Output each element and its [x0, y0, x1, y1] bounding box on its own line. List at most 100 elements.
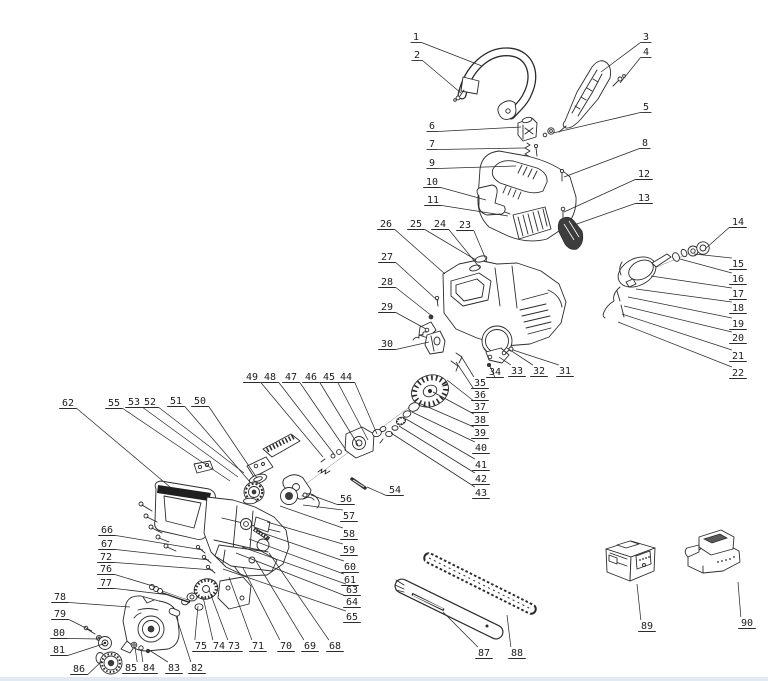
callout-88: 88 [506, 614, 526, 659]
callout-69: 69 [255, 560, 319, 652]
callout-54: 54 [366, 485, 404, 496]
housing-screws [195, 544, 216, 574]
callout-35: 35 [460, 355, 489, 389]
part-number-13: 13 [638, 193, 650, 204]
part-number-87: 87 [478, 648, 490, 659]
callout-7: 7 [426, 139, 526, 150]
part-number-67: 67 [101, 539, 113, 550]
vent-grille [512, 206, 552, 240]
part-number-80: 80 [53, 628, 65, 639]
callout-87: 87 [442, 611, 493, 659]
part-number-68: 68 [329, 641, 341, 652]
part-number-8: 8 [642, 138, 648, 149]
callout-26: 26 [377, 219, 446, 275]
woodruff-key [168, 607, 181, 617]
part-number-21: 21 [732, 351, 744, 362]
callout-1: 1 [410, 32, 483, 67]
part-number-27: 27 [381, 252, 393, 263]
callout-58: 58 [279, 505, 358, 540]
part-number-32: 32 [533, 366, 545, 377]
top-housing [476, 150, 584, 250]
callout-20: 20 [623, 305, 747, 344]
oiler-cluster [193, 433, 367, 509]
callout-83: 83 [148, 649, 183, 674]
part-number-33: 33 [511, 366, 523, 377]
part-number-71: 71 [252, 641, 264, 652]
part-number-29: 29 [381, 302, 393, 313]
callout-25: 25 [407, 219, 477, 261]
callout-80: 80 [50, 628, 101, 640]
part-number-40: 40 [475, 443, 487, 454]
part-number-57: 57 [343, 511, 355, 522]
part-number-41: 41 [475, 460, 487, 471]
callout-32: 32 [506, 347, 548, 377]
part-number-42: 42 [475, 474, 487, 485]
callout-66: 66 [98, 525, 204, 551]
callout-29: 29 [378, 302, 427, 330]
switch-block [424, 330, 446, 355]
part-number-11: 11 [427, 195, 439, 206]
saw-chain [423, 551, 537, 616]
callout-56: 56 [310, 494, 355, 505]
callout-28: 28 [378, 277, 433, 317]
side-cover-assembly [83, 595, 181, 675]
hand-guard [542, 60, 626, 138]
callout-57: 57 [302, 504, 358, 522]
part-number-38: 38 [474, 415, 486, 426]
callout-38: 38 [432, 391, 489, 426]
part-number-19: 19 [732, 319, 744, 330]
callout-33: 33 [498, 356, 526, 377]
callout-89: 89 [636, 583, 656, 632]
part-number-4: 4 [643, 47, 649, 58]
page-edge-strip [0, 677, 768, 681]
callout-23: 23 [456, 220, 488, 263]
part-number-75: 75 [195, 641, 207, 652]
callout-18: 18 [635, 288, 747, 314]
part-number-72: 72 [100, 552, 112, 563]
part-number-31: 31 [559, 366, 571, 377]
callout-5: 5 [552, 102, 652, 134]
battery-pack [605, 540, 656, 582]
motor-assembly [602, 241, 710, 319]
part-number-18: 18 [732, 303, 744, 314]
callout-59: 59 [266, 521, 358, 556]
callout-13: 13 [573, 193, 653, 226]
part-number-1: 1 [413, 32, 419, 43]
part-number-16: 16 [732, 274, 744, 285]
callout-65: 65 [222, 568, 361, 623]
callout-76: 76 [97, 564, 157, 588]
part-number-90: 90 [741, 618, 753, 629]
part-number-78: 78 [54, 592, 66, 603]
part-number-83: 83 [168, 663, 180, 674]
callout-27: 27 [378, 252, 439, 302]
front-handle [453, 47, 537, 120]
part-number-34: 34 [489, 367, 501, 378]
part-number-35: 35 [474, 378, 486, 389]
part-number-89: 89 [641, 621, 653, 632]
flywheel-gear-stack [379, 374, 449, 444]
callout-44: 44 [337, 372, 378, 435]
part-number-79: 79 [54, 609, 66, 620]
part-number-88: 88 [511, 648, 523, 659]
part-number-28: 28 [381, 277, 393, 288]
callout-49: 49 [243, 372, 324, 458]
callout-4: 4 [619, 47, 652, 84]
part-number-82: 82 [191, 663, 203, 674]
part-number-12: 12 [638, 169, 650, 180]
callout-63: 63 [241, 546, 361, 596]
callout-86: 86 [70, 660, 103, 675]
callout-6: 6 [426, 121, 522, 132]
callout-67: 67 [98, 539, 210, 561]
callout-60: 60 [256, 530, 359, 573]
part-number-58: 58 [343, 529, 355, 540]
callout-41: 41 [405, 418, 490, 471]
part-number-54: 54 [389, 485, 401, 496]
part-number-46: 46 [305, 372, 317, 383]
part-number-49: 49 [246, 372, 258, 383]
callout-81: 81 [50, 642, 107, 656]
callout-9: 9 [426, 158, 517, 169]
callout-21: 21 [621, 313, 747, 362]
battery-charger [684, 529, 741, 574]
callout-73: 73 [208, 589, 243, 652]
